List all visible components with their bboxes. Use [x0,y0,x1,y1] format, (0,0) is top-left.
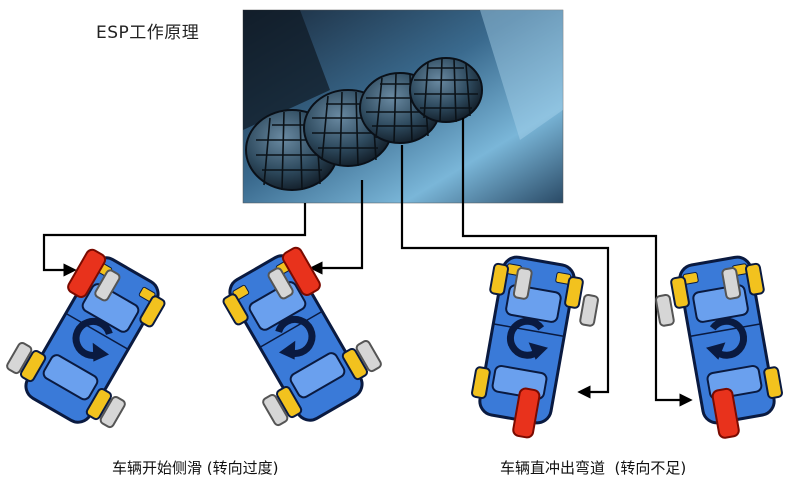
brake-disc [409,57,483,123]
car-understeer-right [654,253,784,440]
car-understeer-left [470,253,600,440]
connector-arrow [461,118,693,407]
connector-arrow [42,203,307,277]
connector-arrow [309,180,364,275]
caption-understeer: 车辆直冲出弯道 (转向不足) [500,459,687,477]
connector-arrow [400,145,610,399]
connector-lines [42,118,693,407]
diagram-title: ESP工作原理 [96,23,200,43]
car-oversteer-left [4,246,167,430]
caption-oversteer: 车辆开始侧滑 (转向过度) [112,459,279,477]
brake-discs-photo [242,9,564,204]
